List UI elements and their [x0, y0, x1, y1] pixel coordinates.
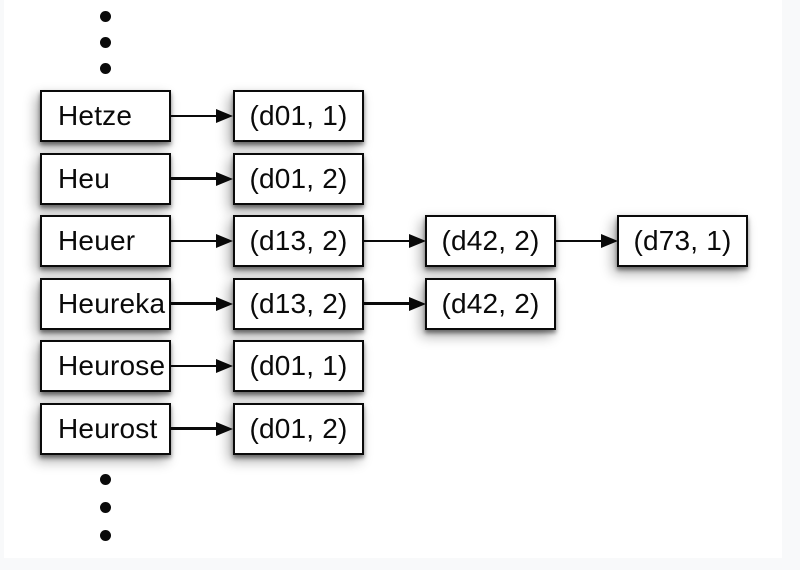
postings-box: (d73, 1)	[617, 215, 748, 267]
arrow	[364, 234, 426, 248]
postings-box: (d01, 1)	[233, 340, 364, 392]
term-label: Heu	[58, 162, 110, 194]
term-box: Heurost	[40, 402, 171, 455]
ellipsis-dot	[99, 10, 111, 22]
term-box: Heu	[40, 152, 171, 205]
term-box: Heurose	[40, 340, 171, 392]
ellipsis-dot	[99, 501, 111, 513]
arrow-shaft	[171, 427, 219, 430]
arrow	[364, 296, 426, 311]
postings-box: (d42, 2)	[425, 215, 556, 267]
postings-label: (d73, 1)	[633, 225, 732, 256]
arrow-shaft	[364, 302, 412, 305]
term-box: Heureka	[40, 277, 171, 330]
postings-label: (d13, 2)	[249, 225, 348, 256]
postings-label: (d01, 1)	[249, 100, 348, 131]
postings-box: (d13, 2)	[233, 215, 364, 267]
postings-label: (d13, 2)	[249, 287, 348, 319]
arrow-head-icon	[216, 359, 233, 373]
arrow-shaft	[171, 239, 219, 243]
ellipsis-dot	[99, 473, 111, 485]
ellipsis-dot	[99, 529, 111, 541]
arrow-shaft	[171, 177, 219, 180]
postings-label: (d42, 2)	[441, 225, 540, 256]
arrow-head-icon	[409, 234, 426, 248]
arrow	[171, 234, 233, 248]
term-box: Hetze	[40, 90, 171, 142]
postings-box: (d13, 2)	[233, 277, 364, 330]
arrow-head-icon	[216, 421, 233, 436]
arrow	[171, 421, 233, 436]
arrow-shaft	[171, 114, 219, 118]
arrow-head-icon	[216, 234, 233, 248]
arrow-head-icon	[601, 234, 618, 248]
postings-box: (d01, 2)	[233, 402, 364, 455]
slide-card: Hetze (d01, 1) Heu (d01, 2) Heuer (d13, 2) (d4…	[4, 0, 782, 558]
arrow	[556, 234, 618, 248]
inverted-index-diagram: Hetze (d01, 1) Heu (d01, 2) Heuer (d13, 2) (d4…	[4, 0, 782, 558]
arrow	[171, 109, 233, 123]
term-label: Heureka	[58, 287, 166, 319]
arrow-shaft	[171, 364, 219, 368]
arrow	[171, 171, 233, 186]
arrow	[171, 359, 233, 373]
postings-label: (d01, 2)	[249, 162, 348, 194]
term-label: Heuer	[58, 225, 136, 256]
postings-box: (d01, 2)	[233, 152, 364, 205]
term-box: Heuer	[40, 215, 171, 267]
arrow-shaft	[171, 302, 219, 305]
arrow-shaft	[556, 239, 604, 243]
arrow-head-icon	[216, 296, 233, 311]
postings-box: (d42, 2)	[425, 277, 556, 330]
arrow-head-icon	[409, 296, 426, 311]
arrow-shaft	[364, 239, 412, 243]
ellipsis-dot	[99, 62, 111, 74]
term-label: Hetze	[58, 100, 133, 131]
postings-box: (d01, 1)	[233, 90, 364, 142]
arrow-head-icon	[216, 109, 233, 123]
ellipsis-dot	[99, 36, 111, 48]
postings-label: (d01, 1)	[249, 350, 348, 381]
term-label: Heurost	[58, 412, 158, 444]
arrow	[171, 296, 233, 311]
postings-label: (d01, 2)	[249, 412, 348, 444]
arrow-head-icon	[216, 171, 233, 186]
postings-label: (d42, 2)	[441, 287, 540, 319]
term-label: Heurose	[58, 350, 166, 381]
